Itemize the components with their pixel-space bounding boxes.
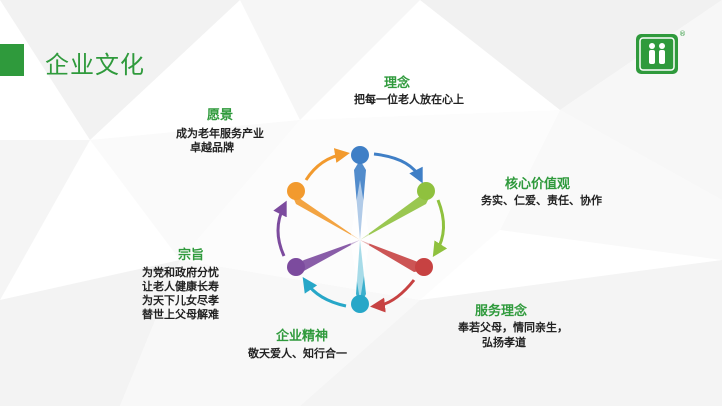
- petal-purple: [292, 240, 360, 272]
- arrow-orange: [304, 148, 350, 181]
- petal-green: [360, 192, 432, 240]
- family-icon: [639, 37, 675, 71]
- arrow-blue: [373, 152, 423, 184]
- section-title-zongzhi: 宗旨: [178, 248, 205, 263]
- section-title-yuanjing: 愿景: [207, 108, 234, 123]
- section-text-fuwu-2: 弘扬孝道: [482, 336, 526, 349]
- section-title-fuwu: 服务理念: [475, 304, 528, 319]
- section-text-zongzhi-1: 为党和政府分忧: [142, 266, 219, 279]
- section-text-linian: 把每一位老人放在心上: [354, 93, 464, 106]
- node-purple: [287, 258, 305, 276]
- petal-red: [360, 240, 426, 272]
- section-text-zongzhi-2: 让老人健康长寿: [142, 280, 219, 293]
- section-text-jingshen: 敬天爱人、知行合一: [248, 347, 347, 360]
- section-title-hexin: 核心价值观: [505, 177, 571, 192]
- section-text-fuwu-1: 奉若父母，情同亲生，: [458, 321, 568, 334]
- arrow-cyan: [302, 277, 347, 308]
- node-green: [417, 182, 435, 200]
- node-orange: [287, 182, 305, 200]
- arrow-purple: [273, 200, 287, 257]
- star-petals: [290, 160, 432, 306]
- section-text-zongzhi-3: 为天下儿女尽孝: [142, 294, 219, 307]
- arrow-green: [432, 199, 448, 258]
- section-text-yuanjing-2: 卓越品牌: [190, 141, 234, 154]
- section-text-zongzhi-4: 替世上父母解难: [142, 308, 219, 321]
- registered-mark: ®: [679, 30, 686, 38]
- title-accent-bar: [0, 44, 24, 76]
- arrow-red: [370, 279, 416, 313]
- company-logo: [636, 34, 678, 74]
- section-text-hexin: 务实、仁爱、责任、协作: [481, 194, 602, 207]
- section-text-yuanjing-1: 成为老年服务产业: [176, 127, 264, 140]
- page-title: 企业文化: [45, 51, 145, 79]
- node-red: [415, 258, 433, 276]
- section-title-jingshen: 企业精神: [276, 329, 329, 344]
- node-cyan: [351, 295, 369, 313]
- node-blue: [351, 146, 369, 164]
- section-title-linian: 理念: [384, 76, 411, 91]
